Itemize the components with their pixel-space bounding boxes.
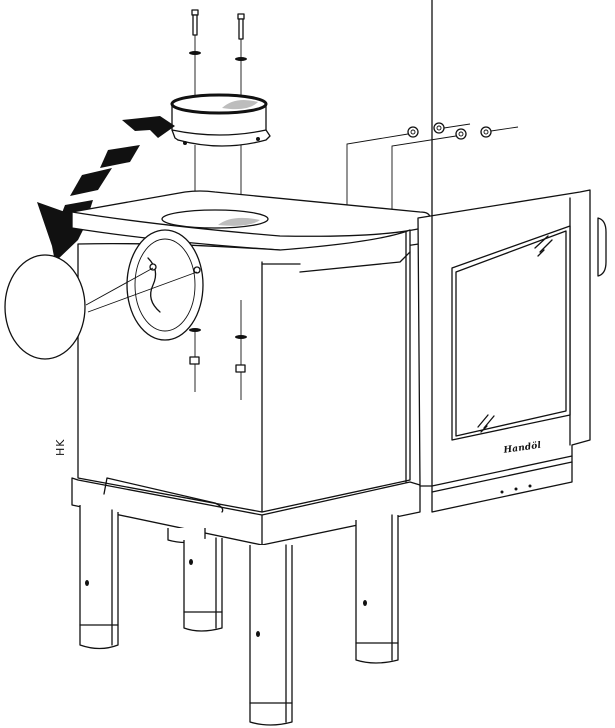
leg-front-left: [79, 505, 119, 650]
side-marking-label: HK: [54, 438, 67, 457]
flue-collar: [170, 93, 271, 147]
side-cover-disc: [4, 254, 198, 360]
leg-back-left: [167, 528, 223, 632]
side-outlet-ring: [126, 229, 204, 341]
leg-front-center: [249, 544, 293, 726]
leg-front-right: [355, 514, 399, 664]
bottom-fasteners: [189, 300, 247, 400]
curved-arrow-icon: [37, 116, 175, 262]
door: [417, 0, 607, 513]
bolt-icon-left: [189, 9, 201, 105]
bolt-icon-right: [235, 13, 247, 105]
